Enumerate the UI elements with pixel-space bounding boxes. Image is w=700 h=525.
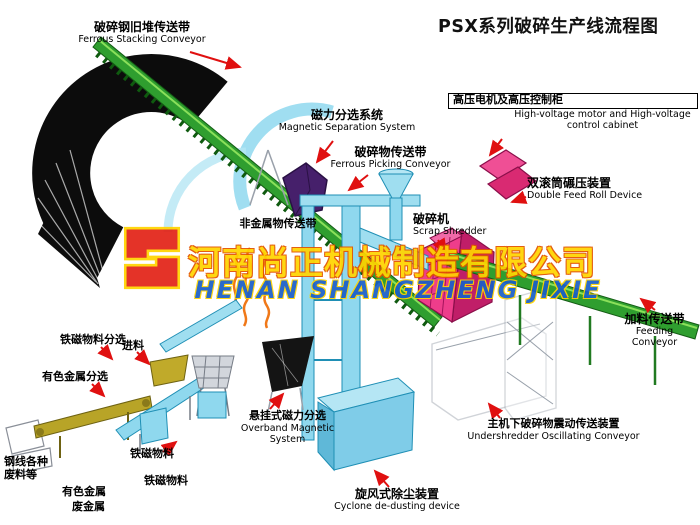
label-steel-wire-scrap: 钢线各种 废料等 — [4, 455, 66, 482]
label-undershredder-conveyor: 主机下破碎物震动传送装置 Undershredder Oscillating C… — [466, 417, 641, 442]
pointer-arrows — [89, 51, 657, 488]
label-zh: 悬挂式磁力分选 — [249, 409, 326, 422]
label-zh: 铁磁物料分选 — [60, 333, 126, 346]
label-zh: 非金属物传送带 — [239, 217, 317, 230]
sorting-machines — [5, 299, 243, 475]
page-title: PSX系列破碎生产线流程图 — [438, 17, 659, 37]
label-ferrous-stacking-conveyor: 破碎钢旧堆传送带 Ferrous Stacking Conveyor — [52, 20, 232, 45]
label-nonmetal-conveyor: 非金属物传送带 — [222, 217, 334, 231]
label-en: Cyclone de-dusting device — [334, 501, 460, 513]
label-nonferrous-sorting: 有色金属分选 — [42, 370, 137, 384]
label-zh: 废金属 — [72, 500, 105, 513]
label-zh: 高压电机及高压控制柜 — [448, 93, 698, 109]
label-zh: 双滚筒碾压装置 — [527, 176, 612, 190]
label-ferro-material-1: 铁磁物料 — [130, 447, 192, 461]
label-line2: 废料等 — [4, 467, 37, 481]
label-magnetic-separation-system: 磁力分选系统 Magnetic Separation System — [272, 108, 422, 133]
label-ferrous-picking-conveyor: 破碎物传送带 Ferrous Picking Conveyor — [308, 145, 473, 170]
label-cyclone-dedusting: 旋风式除尘装置 Cyclone de-dusting device — [322, 487, 472, 512]
label-en: Double Feed Roll Device — [527, 190, 643, 202]
label-zh: 旋风式除尘装置 — [354, 487, 439, 501]
discharge-heap — [262, 336, 314, 413]
label-en: Ferrous Stacking Conveyor — [78, 34, 206, 46]
label-zh: 铁磁物料 — [130, 447, 174, 460]
label-zh: 主机下破碎物震动传送装置 — [487, 417, 620, 430]
label-en: Overband Magnetic System — [240, 422, 335, 446]
label-overband-magnetic: 悬挂式磁力分选 Overband Magnetic System — [230, 409, 345, 446]
label-zh: 有色金属 — [62, 485, 106, 498]
label-en: Feeding Conveyor — [631, 326, 678, 349]
cyclone-structure — [299, 168, 429, 472]
label-line1: 钢线各种 — [4, 455, 48, 468]
label-zh: 进料 — [122, 339, 144, 352]
label-en: Scrap Shredder — [413, 226, 487, 238]
label-feed-in: 进料 — [122, 339, 162, 353]
label-double-feed-roll: 双滚筒碾压装置 Double Feed Roll Device — [527, 176, 682, 201]
label-hv-cabinet: 高压电机及高压控制柜 High-voltage motor and High-v… — [448, 93, 698, 131]
label-feeding-conveyor: 加料传送带 Feeding Conveyor — [612, 312, 697, 349]
label-zh: 有色金属分选 — [42, 370, 108, 383]
label-zh: 磁力分选系统 — [310, 108, 383, 122]
label-nonferrous-metal: 有色金属 — [62, 485, 124, 499]
label-ferromagnetic-sorting: 铁磁物料分选 — [60, 333, 155, 347]
label-zh: 铁磁物料 — [144, 474, 188, 487]
label-en: Magnetic Separation System — [278, 122, 416, 134]
label-zh: 破碎物传送带 — [354, 145, 427, 159]
label-en: Undershredder Oscillating Conveyor — [467, 430, 640, 442]
label-en: Ferrous Picking Conveyor — [330, 159, 451, 171]
label-zh: 加料传送带 — [624, 312, 685, 326]
label-scrap-shredder: 破碎机 Scrap Shredder — [413, 212, 513, 237]
label-zh: 破碎机 — [413, 212, 450, 226]
label-zh: 破碎钢旧堆传送带 — [93, 20, 190, 34]
label-scrap-metal: 废金属 — [72, 500, 124, 514]
feeding-conveyor-belt — [445, 250, 700, 385]
label-en: High-voltage motor and High-voltage cont… — [514, 108, 691, 132]
label-ferro-material-2: 铁磁物料 — [144, 474, 206, 488]
ferrous-pile — [32, 54, 228, 288]
falling-material-streams — [232, 247, 271, 329]
